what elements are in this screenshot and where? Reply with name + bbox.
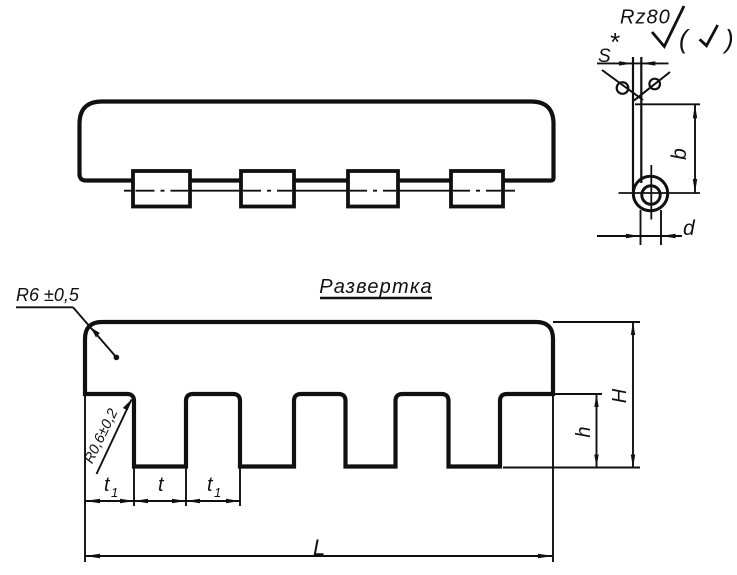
svg-text:h: h — [573, 426, 595, 437]
svg-text:b: b — [668, 148, 691, 160]
svg-text:t: t — [207, 474, 214, 496]
svg-text:1: 1 — [111, 485, 118, 500]
svg-text:Развертка: Развертка — [319, 276, 433, 298]
svg-text:R6 ±0,5: R6 ±0,5 — [16, 285, 80, 305]
svg-text:): ) — [722, 24, 734, 54]
svg-text:1: 1 — [214, 485, 221, 500]
svg-text:L: L — [313, 535, 325, 560]
svg-text:S: S — [598, 46, 611, 67]
svg-text:(: ( — [679, 24, 690, 54]
svg-text:Rz80: Rz80 — [620, 7, 671, 29]
svg-text:*: * — [609, 27, 620, 57]
svg-text:t: t — [104, 474, 111, 496]
svg-text:t: t — [158, 474, 165, 496]
svg-text:d: d — [683, 217, 696, 240]
svg-text:H: H — [609, 388, 631, 403]
